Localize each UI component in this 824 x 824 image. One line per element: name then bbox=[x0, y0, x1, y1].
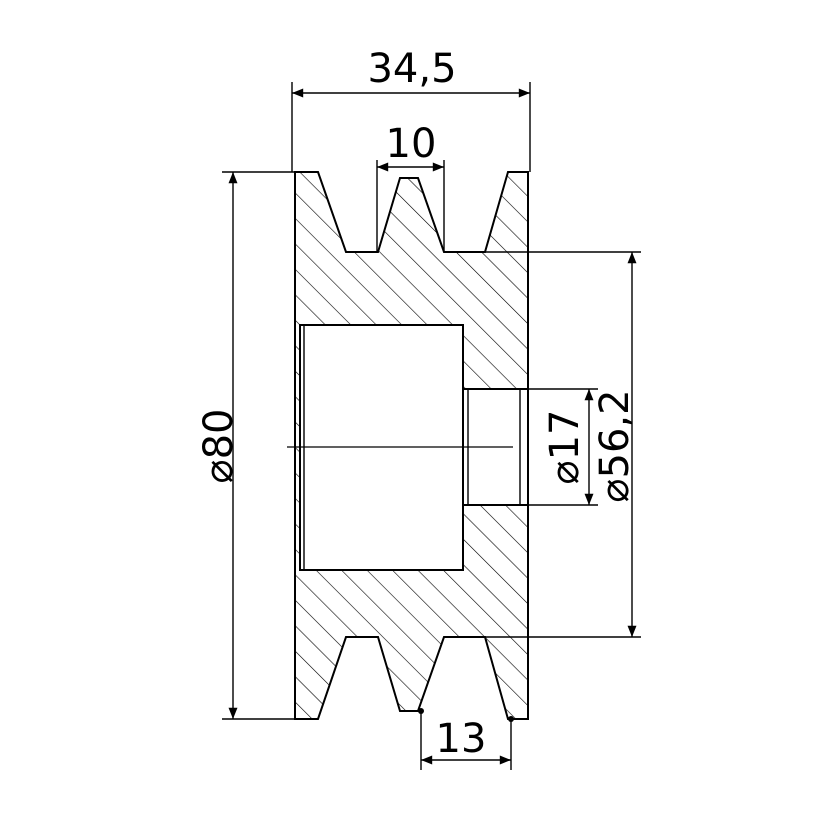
dim-outer-diameter: ⌀80 bbox=[196, 171, 295, 720]
dim-groove-bottom: 13 bbox=[418, 708, 514, 770]
dim-bore-diameter-label: ⌀17 bbox=[542, 410, 588, 485]
dim-bore-diameter: ⌀17 bbox=[528, 388, 598, 506]
dim-groove-top-width-label: 10 bbox=[386, 121, 437, 167]
pulley-body bbox=[287, 171, 529, 720]
dim-groove-bottom-label: 13 bbox=[436, 716, 487, 762]
dim-overall-width-label: 34,5 bbox=[367, 46, 456, 92]
dim-groove-top-width: 10 bbox=[376, 121, 445, 252]
dim-outer-diameter-label: ⌀80 bbox=[196, 409, 242, 484]
dim-hub-diameter: ⌀56,2 bbox=[485, 251, 641, 638]
dim-overall-width: 34,5 bbox=[291, 46, 531, 172]
dim-hub-diameter-label: ⌀56,2 bbox=[592, 389, 638, 502]
